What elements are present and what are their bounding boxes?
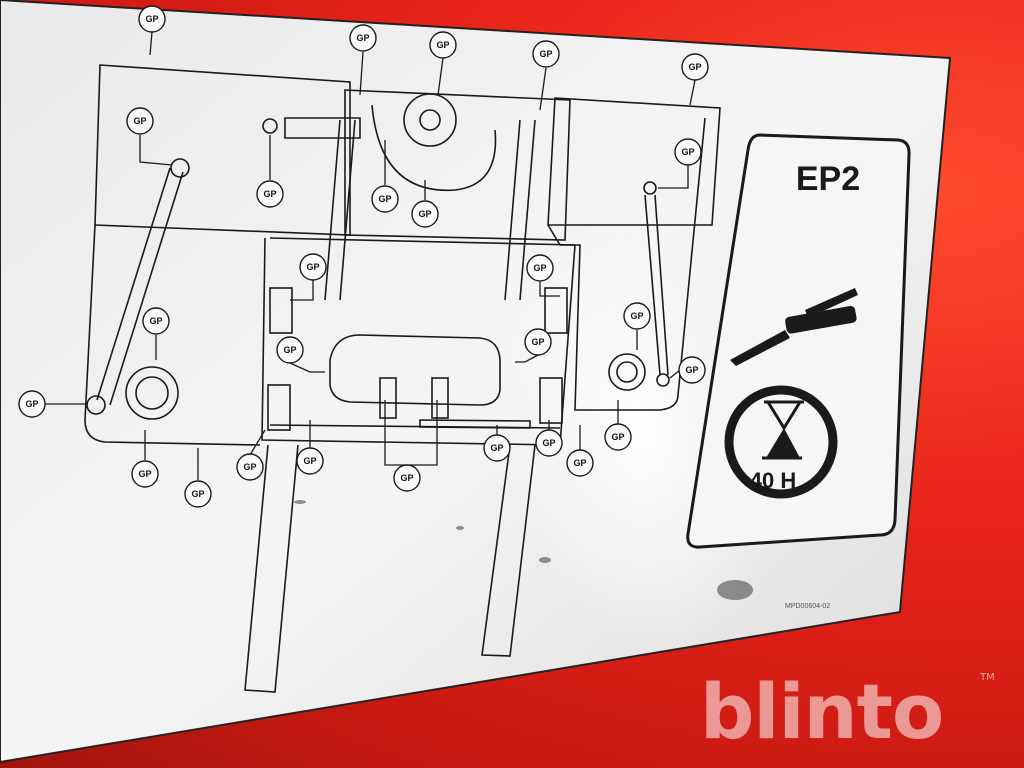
gp-label: GP — [243, 462, 256, 472]
gp-callout: GP — [604, 423, 632, 451]
gp-callout: GP — [566, 449, 594, 477]
gp-label: GP — [138, 469, 151, 479]
gp-callout: GP — [483, 434, 511, 462]
watermark-trademark: TM — [979, 672, 995, 683]
hourglass-icon — [724, 385, 838, 499]
grease-type-label: EP2 — [796, 160, 860, 198]
gp-callout: GP — [276, 336, 304, 364]
gp-label: GP — [303, 456, 316, 466]
gp-label: GP — [688, 62, 701, 72]
lubrication-panel: EP2 40 H — [686, 133, 911, 549]
gp-label: GP — [400, 473, 413, 483]
service-interval: 40 H — [750, 468, 796, 493]
gp-callout: GP — [131, 460, 159, 488]
gp-callout: GP — [126, 107, 154, 135]
gp-label: GP — [418, 209, 431, 219]
gp-label: GP — [436, 40, 449, 50]
machine-schematic — [84, 64, 721, 693]
gp-label: GP — [533, 263, 546, 273]
gp-label: GP — [490, 443, 503, 453]
gp-label: GP — [681, 147, 694, 157]
gp-callout: GP — [18, 390, 46, 418]
gp-label: GP — [356, 33, 369, 43]
gp-label: GP — [191, 489, 204, 499]
gp-callout: GP — [299, 253, 327, 281]
blinto-watermark: blinto TM — [700, 667, 995, 756]
gp-callout: GP — [349, 24, 377, 52]
gp-callout: GP — [681, 53, 709, 81]
gp-callout: GP — [674, 138, 702, 166]
gp-label: GP — [531, 337, 544, 347]
gp-label: GP — [542, 438, 555, 448]
callout-leaders — [45, 31, 696, 480]
gp-callout: GP — [256, 180, 284, 208]
gp-callout: GP — [296, 447, 324, 475]
gp-label: GP — [685, 365, 698, 375]
gp-callout: GP — [532, 40, 560, 68]
gp-label: GP — [145, 14, 158, 24]
gp-callout: GP — [429, 31, 457, 59]
gp-callout: GP — [411, 200, 439, 228]
gp-label: GP — [283, 345, 296, 355]
gp-callout: GP — [371, 185, 399, 213]
grease-smudges — [294, 500, 753, 600]
gp-label: GP — [630, 311, 643, 321]
watermark-brand: blinto — [700, 667, 943, 756]
gp-label: GP — [133, 116, 146, 126]
part-code: MPD00604-02 — [785, 603, 830, 610]
gp-callouts: GP GP GP GP GP GP GP GP GP GP GP GP GP G… — [18, 5, 709, 508]
gp-callout: GP — [678, 356, 706, 384]
gp-label: GP — [573, 458, 586, 468]
gp-callout: GP — [142, 307, 170, 335]
gp-label: GP — [149, 316, 162, 326]
gp-label: GP — [25, 399, 38, 409]
gp-label: GP — [263, 189, 276, 199]
gp-callout: GP — [535, 429, 563, 457]
gp-callout: GP — [138, 5, 166, 33]
gp-callout: GP — [526, 254, 554, 282]
gp-callout: GP — [236, 453, 264, 481]
gp-callout: GP — [393, 464, 421, 492]
gp-label: GP — [378, 194, 391, 204]
gp-label: GP — [539, 49, 552, 59]
gp-callout: GP — [184, 480, 212, 508]
gp-label: GP — [306, 262, 319, 272]
grease-gun-icon — [730, 288, 858, 366]
gp-callout: GP — [524, 328, 552, 356]
gp-label: GP — [611, 432, 624, 442]
gp-callout: GP — [623, 302, 651, 330]
